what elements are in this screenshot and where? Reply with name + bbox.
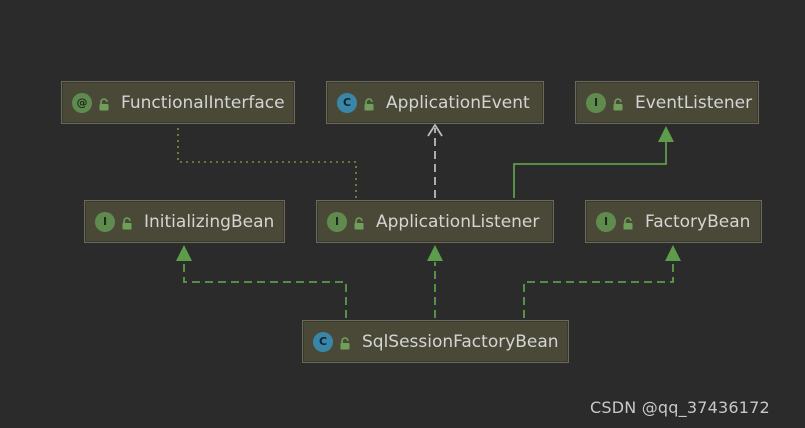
watermark-text: CSDN @qq_37436172 <box>590 398 770 417</box>
node-initializing-bean[interactable]: I InitializingBean <box>84 200 285 243</box>
arrowhead-triangle-icon <box>665 245 681 261</box>
unlock-icon <box>353 215 366 230</box>
arrowhead-open-icon <box>427 123 443 137</box>
unlock-icon <box>622 215 635 230</box>
edge-dashed-initializing-bean <box>183 262 347 318</box>
node-factory-bean[interactable]: I FactoryBean <box>585 200 762 243</box>
unlock-icon <box>612 96 625 111</box>
unlock-icon <box>363 96 376 111</box>
class-badge-icon: C <box>313 331 333 352</box>
unlock-icon <box>339 335 352 350</box>
unlock-icon <box>98 96 111 111</box>
interface-badge-icon: I <box>596 211 616 232</box>
arrowhead-triangle-icon <box>427 245 443 261</box>
node-label: FactoryBean <box>645 211 751 232</box>
interface-badge-icon: I <box>95 211 115 232</box>
node-label: InitializingBean <box>144 211 275 232</box>
class-badge-icon: C <box>337 92 357 113</box>
annotation-badge-icon: @ <box>72 92 92 113</box>
interface-badge-icon: I <box>586 92 606 113</box>
unlock-icon <box>121 215 134 230</box>
node-label: ApplicationListener <box>376 211 540 232</box>
arrowhead-triangle-icon <box>176 245 192 261</box>
arrowhead-triangle-icon <box>658 126 674 142</box>
edge-solid-event-listener <box>513 142 667 198</box>
edge-dotted-functional-interface <box>177 126 357 198</box>
interface-badge-icon: I <box>327 211 347 232</box>
node-label: FunctionalInterface <box>121 92 285 113</box>
node-label: ApplicationEvent <box>386 92 530 113</box>
node-label: SqlSessionFactoryBean <box>362 331 559 352</box>
node-event-listener[interactable]: I EventListener <box>575 81 759 124</box>
node-sql-session-factory-bean[interactable]: C SqlSessionFactoryBean <box>302 320 569 363</box>
edge-dashed-factory-bean <box>523 262 674 318</box>
node-application-event[interactable]: C ApplicationEvent <box>326 81 544 124</box>
node-functional-interface[interactable]: @ FunctionalInterface <box>61 81 295 124</box>
node-label: EventListener <box>635 92 753 113</box>
node-application-listener[interactable]: I ApplicationListener <box>316 200 554 243</box>
